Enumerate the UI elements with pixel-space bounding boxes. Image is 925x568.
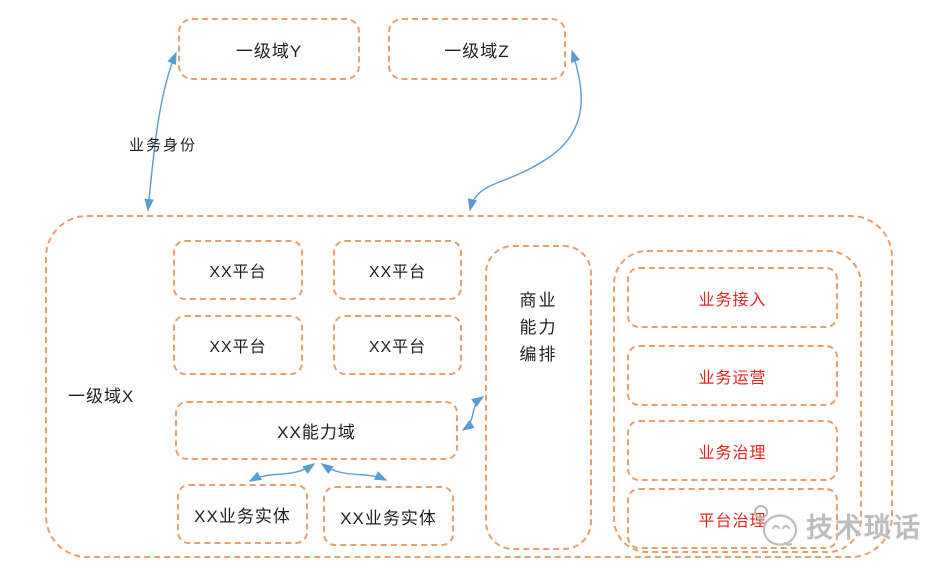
platform-label-3: XX平台 — [209, 339, 267, 356]
orchestration-line-2: 能力 — [519, 318, 558, 337]
governance-box-operation: 业务运营 — [627, 345, 838, 406]
platform-box-3: XX平台 — [173, 315, 303, 375]
orchestration-box: 商业 能力 编排 — [485, 245, 592, 550]
business-entity-label-1: XX业务实体 — [194, 506, 291, 526]
watermark-mascot-icon — [753, 504, 798, 546]
business-entity-box-2: XX业务实体 — [323, 486, 454, 546]
arrow-domain-y — [144, 51, 177, 212]
business-identity-edge-label: 业务身份 — [129, 137, 198, 154]
platform-label-1: XX平台 — [209, 264, 267, 281]
governance-box-platform-governance: 平台治理 — [627, 488, 838, 549]
platform-box-2: XX平台 — [333, 240, 462, 300]
watermark: 技术琐话 — [752, 500, 920, 550]
platform-box-4: XX平台 — [333, 315, 462, 375]
orchestration-line-3: 编排 — [519, 345, 558, 364]
capability-domain-box: XX能力域 — [175, 401, 458, 460]
watermark-text: 技术琐话 — [806, 512, 922, 543]
governance-container — [613, 250, 862, 553]
governance-label-business-governance: 业务治理 — [698, 444, 767, 462]
domain-z-label: 一级域Z — [444, 41, 510, 61]
governance-label-access: 业务接入 — [698, 291, 767, 309]
governance-label-platform-governance: 平台治理 — [698, 512, 767, 530]
domain-y-label: 一级域Y — [235, 41, 303, 61]
governance-box-business-governance: 业务治理 — [627, 420, 838, 481]
capability-domain-label: XX能力域 — [277, 423, 356, 442]
domain-z-box: 一级域Z — [388, 18, 566, 80]
governance-box-access: 业务接入 — [627, 267, 838, 328]
business-entity-label-2: XX业务实体 — [340, 508, 437, 528]
domain-y-box: 一级域Y — [178, 18, 360, 80]
domain-x-label: 一级域X — [68, 387, 135, 406]
platform-label-2: XX平台 — [368, 264, 427, 281]
governance-label-operation: 业务运营 — [698, 369, 767, 387]
platform-box-1: XX平台 — [173, 240, 303, 300]
domain-x-container — [45, 215, 893, 558]
orchestration-line-1: 商业 — [519, 291, 558, 310]
business-entity-box-1: XX业务实体 — [177, 484, 308, 544]
platform-label-4: XX平台 — [368, 339, 427, 356]
